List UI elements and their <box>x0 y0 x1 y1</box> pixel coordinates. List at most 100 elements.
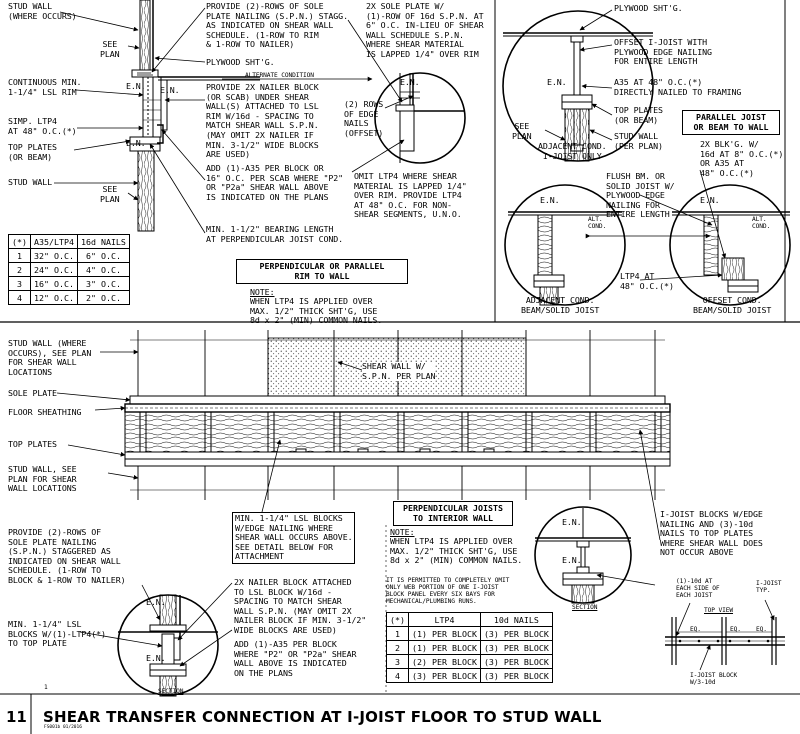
label-en-interior-3: E.N. <box>562 517 582 527</box>
table-cell: 2" O.C. <box>76 290 130 305</box>
offset-beam-circle <box>669 184 791 306</box>
table-cell: (1) PER BLOCK <box>408 640 481 655</box>
table-cell: 32" O.C. <box>30 248 78 263</box>
label-stud-wall-where-elev: STUD WALL (WHERE OCCURS), SEE PLAN FOR S… <box>8 338 92 377</box>
label-sole-plate: SOLE PLATE <box>8 388 57 398</box>
interior-section-circle <box>117 594 219 697</box>
table-header-row: (*) LTP4 10d NAILS <box>386 612 553 627</box>
table-cell: 4" O.C. <box>76 262 130 277</box>
label-provide-rows-interior: PROVIDE (2)-ROWS OF SOLE PLATE NAILING (… <box>8 527 126 585</box>
label-en-alt: E.N. <box>400 77 420 87</box>
label-shear-wall: SHEAR WALL W/ S.P.N. PER PLAN <box>362 361 436 382</box>
label-blks: 2X BLK'G. W/ 16d AT 8" O.C.(*) OR A35 AT… <box>700 139 784 178</box>
label-section-1: SECTION <box>158 688 184 695</box>
label-omit-ltp4: OMIT LTP4 WHERE SHEAR MATERIAL IS LAPPED… <box>354 171 467 220</box>
label-see-plan-bottom: SEE PLAN <box>100 184 120 204</box>
label-stud-wall: STUD WALL <box>8 177 53 187</box>
title-box-parallel-joist: PARALLEL JOIST OR BEAM TO WALL <box>682 110 780 136</box>
rim-section-drawing <box>129 0 260 232</box>
table-row: 1 (1) PER BLOCK (3) PER BLOCK <box>386 626 553 641</box>
rim-spacing-table: (*) A35/LTP4 16d NAILS 1 32" O.C. 6" O.C… <box>8 234 130 305</box>
table-cell: (1) PER BLOCK <box>408 626 481 641</box>
label-flush-bm: FLUSH BM. OR SOLID JOIST W/ PLYWOOD EDGE… <box>606 171 675 220</box>
table-cell: 16" O.C. <box>30 276 78 291</box>
title-box-perpendicular-joists: PERPENDICULAR JOISTS TO INTERIOR WALL <box>393 501 513 527</box>
label-alternate-condition: ALTERNATE CONDITION <box>245 72 314 79</box>
table-cell: 3 <box>8 276 31 291</box>
table-cell: 4 <box>8 290 31 305</box>
label-add-a35-interior: ADD (1)-A35 PER BLOCK WHERE "P2" OR "P2a… <box>234 639 357 678</box>
ijoist-section-circle <box>534 506 632 604</box>
label-note-head-interior: NOTE: <box>390 527 415 537</box>
label-en-rim-3: E.N. <box>160 85 180 95</box>
label-en-parallel-3: E.N. <box>700 195 720 205</box>
label-alt-cond-1: ALT. COND. <box>588 216 607 230</box>
label-plywood-parallel: PLYWOOD SHT'G. <box>614 3 683 13</box>
table-cell: (3) PER BLOCK <box>479 640 553 655</box>
label-permitted: IT IS PERMITTED TO COMPLETELY OMIT ONLY … <box>386 577 510 605</box>
label-en-parallel-2: E.N. <box>540 195 560 205</box>
label-eq-2: EQ. <box>730 626 741 633</box>
label-min-bearing: MIN. 1-1/2" BEARING LENGTH AT PERPENDICU… <box>206 224 344 244</box>
table-header-cell: 16d NAILS <box>76 234 130 249</box>
alternate-condition-circle <box>374 72 466 164</box>
table-cell: (3) PER BLOCK <box>408 668 481 683</box>
label-top-view: TOP VIEW <box>704 607 734 614</box>
label-offset-ijoist: OFFSET I-JOIST WITH PLYWOOD EDGE NAILING… <box>614 37 712 67</box>
label-section-2: SECTION <box>572 604 598 611</box>
table-row: 4 12" O.C. 2" O.C. <box>8 290 130 305</box>
label-top-plates-elev: TOP PLATES <box>8 439 57 449</box>
top-view-plan <box>665 617 785 665</box>
label-top-plates: TOP PLATES (OR BEAM) <box>8 142 57 162</box>
ltp4-block-table: (*) LTP4 10d NAILS 1 (1) PER BLOCK (3) P… <box>386 612 553 683</box>
table-header-cell: LTP4 <box>408 612 481 627</box>
label-en-interior-4: E.N. <box>562 555 582 565</box>
label-add-a35: ADD (1)-A35 PER BLOCK OR 16" O.C. PER SC… <box>206 163 344 202</box>
table-header-cell: A35/LTP4 <box>30 234 78 249</box>
label-nailer-2x: 2X NAILER BLOCK ATTACHED TO LSL BLOCK W/… <box>234 577 367 635</box>
label-see-plan-parallel: SEE PLAN <box>512 121 532 141</box>
table-cell: (3) PER BLOCK <box>479 626 553 641</box>
parallel-ijoist-circle <box>502 10 654 162</box>
label-note-head: NOTE: <box>250 287 275 297</box>
table-cell: (3) PER BLOCK <box>479 668 553 683</box>
table-cell: 2 <box>8 262 31 277</box>
detail-top-mark: 1 <box>44 684 48 691</box>
label-en-rim-1: E.N. <box>126 81 146 91</box>
table-header-row: (*) A35/LTP4 16d NAILS <box>8 234 130 249</box>
table-cell: 24" O.C. <box>30 262 78 277</box>
label-top-plates-parallel: TOP PLATES (OR BEAM) <box>614 105 663 125</box>
label-adjacent-beam: ADJACENT COND. BEAM/SOLID JOIST <box>521 295 600 315</box>
label-a35-48: A35 AT 48" O.C.(*) DIRECTLY NAILED TO FR… <box>614 77 742 97</box>
label-continuous-rim: CONTINUOUS MIN. 1-1/4" LSL RIM <box>8 77 82 97</box>
label-ten-d: (1)-10d AT EACH SIDE OF EACH JOIST <box>676 578 720 599</box>
label-note-body-interior: WHEN LTP4 IS APPLIED OVER MAX. 1/2" THIC… <box>390 536 523 566</box>
label-en-interior-2: E.N. <box>146 653 166 663</box>
table-header-cell: (*) <box>8 234 31 249</box>
label-provide-rows: PROVIDE (2)-ROWS OF SOLE PLATE NAILING (… <box>206 1 348 50</box>
label-edge-nails: (2) ROWS OF EDGE NAILS (OFFSET) <box>344 99 384 138</box>
label-stud-wall-below: STUD WALL, SEE PLAN FOR SHEAR WALL LOCAT… <box>8 464 77 494</box>
label-plywood: PLYWOOD SHT'G. <box>206 57 275 67</box>
table-cell: 6" O.C. <box>76 248 130 263</box>
table-cell: 4 <box>386 668 409 683</box>
table-cell: (2) PER BLOCK <box>408 654 481 669</box>
label-note-body: WHEN LTP4 IS APPLIED OVER MAX. 1/2" THIC… <box>250 296 383 326</box>
label-ijoist-block: I-JOIST BLOCK W/3-10d <box>690 672 738 686</box>
label-eq-3: EQ. <box>756 626 767 633</box>
label-see-plan-top: SEE PLAN <box>100 39 120 59</box>
label-floor-sheathing: FLOOR SHEATHING <box>8 407 82 417</box>
detail-stamp: FS001b 01/2016 <box>44 725 82 730</box>
label-sole-plate-2x: 2X SOLE PLATE W/ (1)-ROW OF 16d S.P.N. A… <box>366 1 484 59</box>
label-stud-wall-where: STUD WALL (WHERE OCCURS) <box>8 1 77 21</box>
detail-title: SHEAR TRANSFER CONNECTION AT I-JOIST FLO… <box>43 708 602 726</box>
table-cell: 1 <box>8 248 31 263</box>
table-cell: 12" O.C. <box>30 290 78 305</box>
elevation-drawing <box>124 330 671 500</box>
adjacent-beam-circle <box>504 184 626 306</box>
table-row: 3 16" O.C. 3" O.C. <box>8 276 130 291</box>
label-adjacent-ijoist: ADJACENT COND. I-JOIST ONLY <box>538 141 607 161</box>
table-cell: 2 <box>386 640 409 655</box>
label-min-lsl-blocks: MIN. 1-1/4" LSL BLOCKS W/(1)-LTP4(*) TO … <box>8 619 106 649</box>
label-eq-1: EQ. <box>690 626 701 633</box>
